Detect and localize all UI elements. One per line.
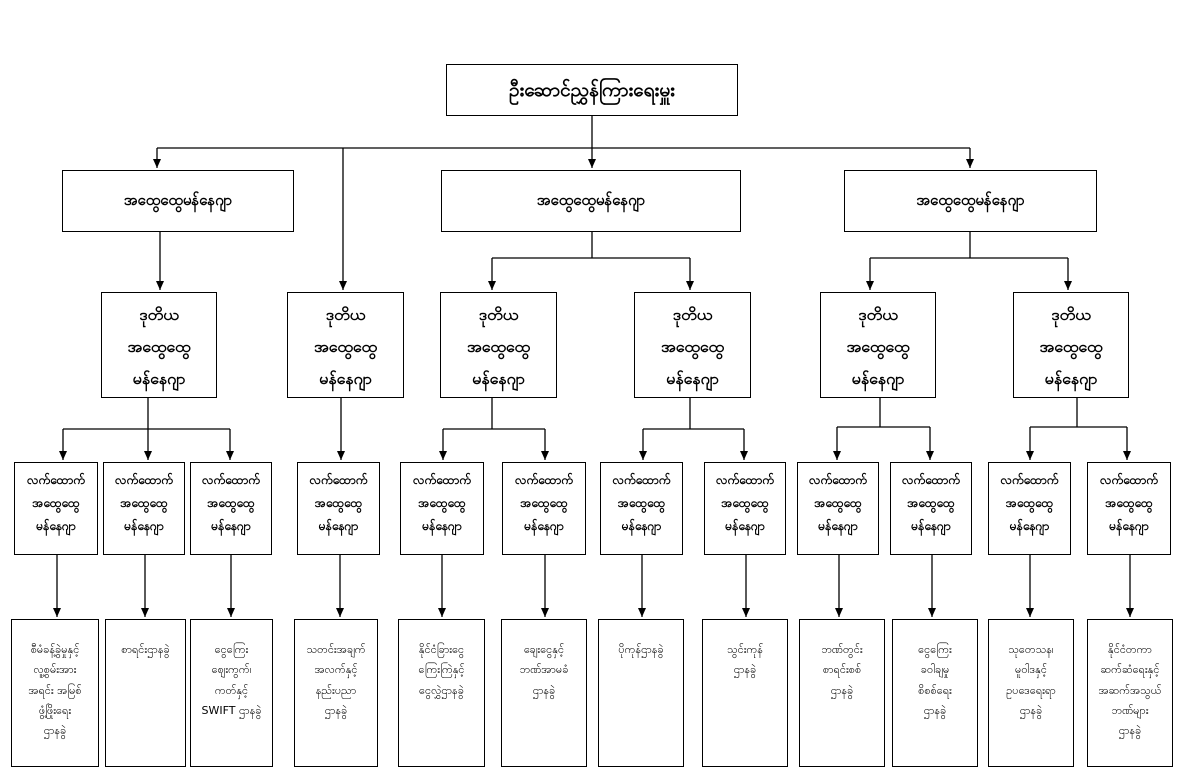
assistant-general-manager-box-10: လက်ထောက် အထွေထွေ မန်နေဂျာ	[890, 462, 972, 555]
assistant-general-manager-box-3: လက်ထောက် အထွေထွေ မန်နေဂျာ	[190, 462, 272, 555]
assistant-general-manager-box-12: လက်ထောက် အထွေထွေ မန်နေဂျာ	[1087, 462, 1171, 555]
general-manager-box-1: အထွေထွေမန်နေဂျာ	[62, 170, 294, 232]
deputy-general-manager-box-6: ဒုတိယ အထွေထွေ မန်နေဂျာ	[1013, 292, 1129, 398]
assistant-general-manager-box-4: လက်ထောက် အထွေထွေ မန်နေဂျာ	[297, 462, 380, 555]
department-box-foreign-exchange-remittance: နိုင်ငံခြားငွေ ကြေးကြဲနှင့် ငွေလွှဲဌာနခွ…	[398, 619, 485, 767]
deputy-general-manager-box-4: ဒုတိယ အထွေထွေ မန်နေဂျာ	[634, 292, 751, 398]
department-box-internal-audit: ဘဏ်တွင်း စာရင်းစစ် ဌာနခွဲ	[799, 619, 885, 767]
assistant-general-manager-box-6: လက်ထောက် အထွေထွေ မန်နေဂျာ	[502, 462, 586, 555]
department-box-admin-hr: စီမံခန့်ခွဲမှုနှင့် လူ့စွမ်းအား အရင်း အမ…	[11, 619, 99, 767]
assistant-general-manager-box-9: လက်ထောက် အထွေထွေ မန်နေဂျာ	[797, 462, 879, 555]
deputy-general-manager-box-3: ဒုတိယ အထွေထွေ မန်နေဂျာ	[440, 292, 557, 398]
assistant-general-manager-box-8: လက်ထောက် အထွေထွေ မန်နေဂျာ	[704, 462, 786, 555]
assistant-general-manager-box-2: လက်ထောက် အထွေထွေ မန်နေဂျာ	[103, 462, 185, 555]
deputy-general-manager-box-1: ဒုတိယ အထွေထွေ မန်နေဂျာ	[101, 292, 217, 398]
department-box-export: ပိုကုန်ဌာနခွဲ	[598, 619, 684, 767]
assistant-general-manager-box-5: လက်ထောက် အထွေထွေ မန်နေဂျာ	[400, 462, 484, 555]
assistant-general-manager-box-7: လက်ထောက် အထွေထွေ မန်နေဂျာ	[600, 462, 683, 555]
deputy-general-manager-box-2: ဒုတိယ အထွေထွေ မန်နေဂျာ	[287, 292, 404, 398]
department-box-international-relations: နိုင်ငံတကာ ဆက်ဆံရေးနှင့် အဆက်အသွယ် ဘဏ်မျ…	[1087, 619, 1173, 767]
department-box-research-policy-legal: သုတေသန၊ မူဝါဒနှင့် ဥပဒေရေးရာ ဌာနခွဲ	[988, 619, 1074, 767]
department-box-import: သွင်းကုန် ဌာနခွဲ	[702, 619, 788, 767]
department-box-accounts: စာရင်းဌာနခွဲ	[105, 619, 186, 767]
general-manager-box-3: အထွေထွေမန်နေဂျာ	[844, 170, 1097, 232]
department-box-money-market-swift: ငွေကြေး ဈေးကွက်၊ ကတ်နှင့် SWIFT ဌာနခွဲ	[190, 619, 273, 767]
assistant-general-manager-box-11: လက်ထောက် အထွေထွေ မန်နေဂျာ	[988, 462, 1071, 555]
assistant-general-manager-box-1: လက်ထောက် အထွေထွေ မန်နေဂျာ	[14, 462, 98, 555]
deputy-general-manager-box-5: ဒုတိယ အထွေထွေ မန်နေဂျာ	[820, 292, 936, 398]
general-manager-box-2: အထွေထွေမန်နေဂျာ	[441, 170, 741, 232]
department-box-loans-guarantee: ချေးငွေနှင့် ဘဏ်အာမခံ ဌာနခွဲ	[501, 619, 587, 767]
department-box-aml-screening: ငွေကြေး ခဝါချမှု စိစစ်ရေး ဌာနခွဲ	[892, 619, 978, 767]
department-box-information-technology: သတင်းအချက် အလက်နှင့် နည်းပညာ ဌာနခွဲ	[294, 619, 378, 767]
root-box-managing-director: ဦးဆောင်ညွှန်ကြားရေးမှူး	[446, 64, 738, 116]
